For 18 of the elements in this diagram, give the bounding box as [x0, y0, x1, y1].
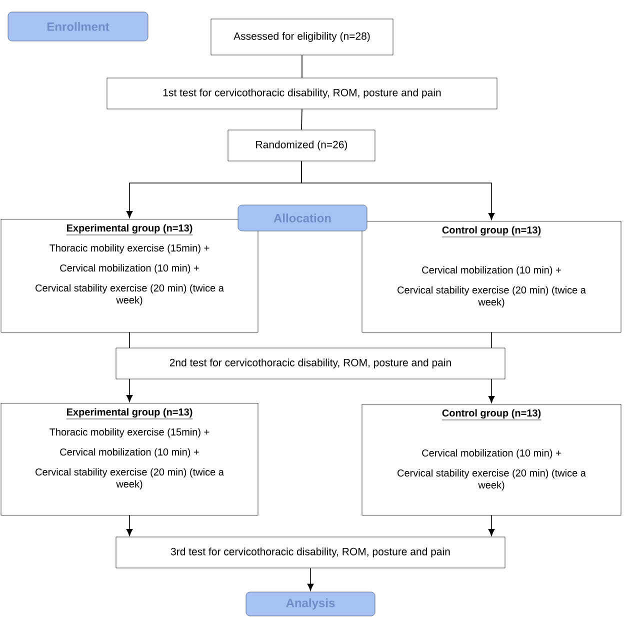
process-box: 2nd test for cervicothoracic disability, ROM, posture and pain [116, 348, 506, 380]
process-box: Assessed for eligibility (n=28) [210, 18, 394, 56]
arrow [126, 515, 133, 536]
group-box: Control group (n=13) Cervical mobilization (10 min) + Cervical stability exercise (20 min) (twice a week) [362, 404, 622, 516]
process-box: Randomized (n=26) [228, 130, 376, 162]
process-box: 1st test for cervicothoracic disability, ROM, posture and pain [106, 78, 498, 110]
arrow [488, 378, 495, 403]
arrow [301, 160, 495, 220]
arrow [307, 568, 314, 591]
group-box: Control group (n=13) Cervical mobilization (10 min) + Cervical stability exercise (20 min) (twice a week) [362, 221, 622, 332]
arrow [488, 515, 495, 536]
connector-line [491, 332, 492, 348]
process-box: 3rd test for cervicothoracic disability, ROM, posture and pain [116, 536, 506, 568]
arrow [126, 378, 133, 402]
group-box: Experimental group (n=13) Thoracic mobility exercise (15min) + Cervical mobilization (10 min) + Cervical stability exercise (20 min) (twice a week) [0, 219, 258, 332]
connector-line [301, 108, 302, 130]
connector-line [129, 332, 130, 348]
group-box: Experimental group (n=13) Thoracic mobility exercise (15min) + Cervical mobilization (10 min) + Cervical stability exercise (20 min) (twice a week) [0, 403, 258, 516]
